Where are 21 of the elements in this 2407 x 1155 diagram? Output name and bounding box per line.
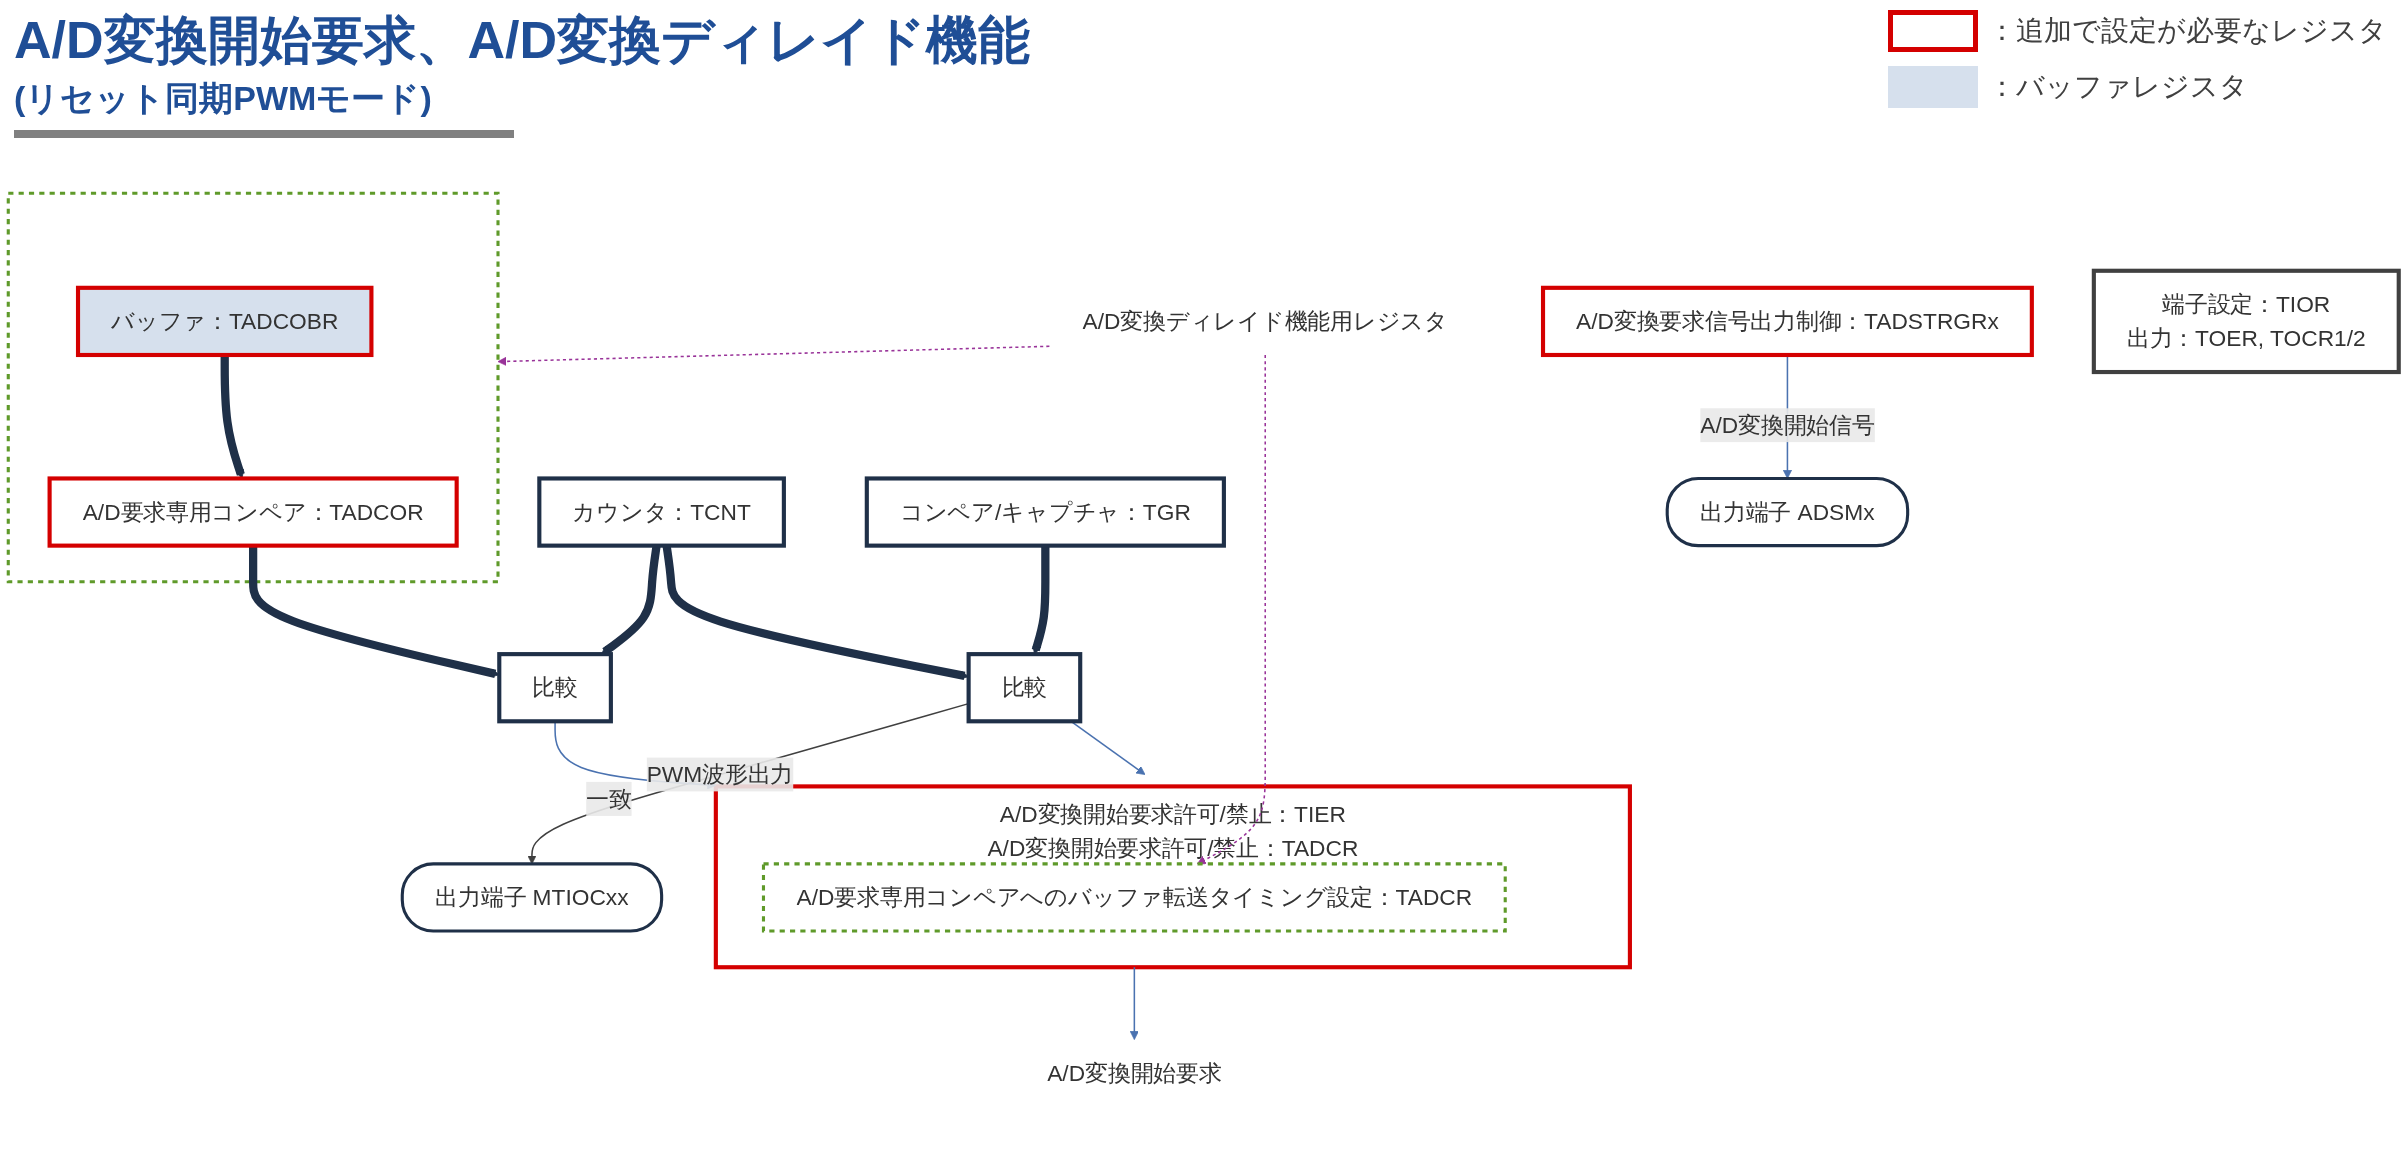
node-box: カウンタ：TCNT [537,476,786,548]
node-box: コンペア/キャプチャ：TGR [864,476,1226,548]
node-box: A/D変換要求信号出力制御：TADSTRGRx [1540,285,2034,358]
node-text: A/D変換開始要求 [1047,1060,1222,1087]
node-box: バッファ：TADCOBR [75,285,374,358]
title: A/D変換開始要求、A/D変換ディレイド機能 [14,10,1031,71]
node-text: A/D変換ディレイド機能用レジスタ [1082,308,1448,335]
arrow [497,345,1051,366]
node-box: A/D要求専用コンペア：TADCOR [47,476,459,548]
subtitle: (リセット同期PWMモード) [14,78,433,119]
arrow [1129,966,1139,1040]
legend-text: ：バッファレジスタ [1988,70,2248,104]
edge-label: 一致 [586,785,632,812]
node-box: 比較 [966,652,1083,724]
cluster [6,191,500,584]
arrow [1196,354,1266,865]
node-box: 比較 [497,652,613,724]
node-box: 端子設定：TIOR 出力：TOER, TOCR1/2 [2091,268,2401,375]
legend-text: ：追加で設定が必要なレジスタ [1988,14,2387,48]
edge-label: A/D変換開始信号 [1700,412,1875,439]
node-box: A/D要求専用コンペアへのバッファ転送タイミング設定：TADCR [761,862,1507,933]
